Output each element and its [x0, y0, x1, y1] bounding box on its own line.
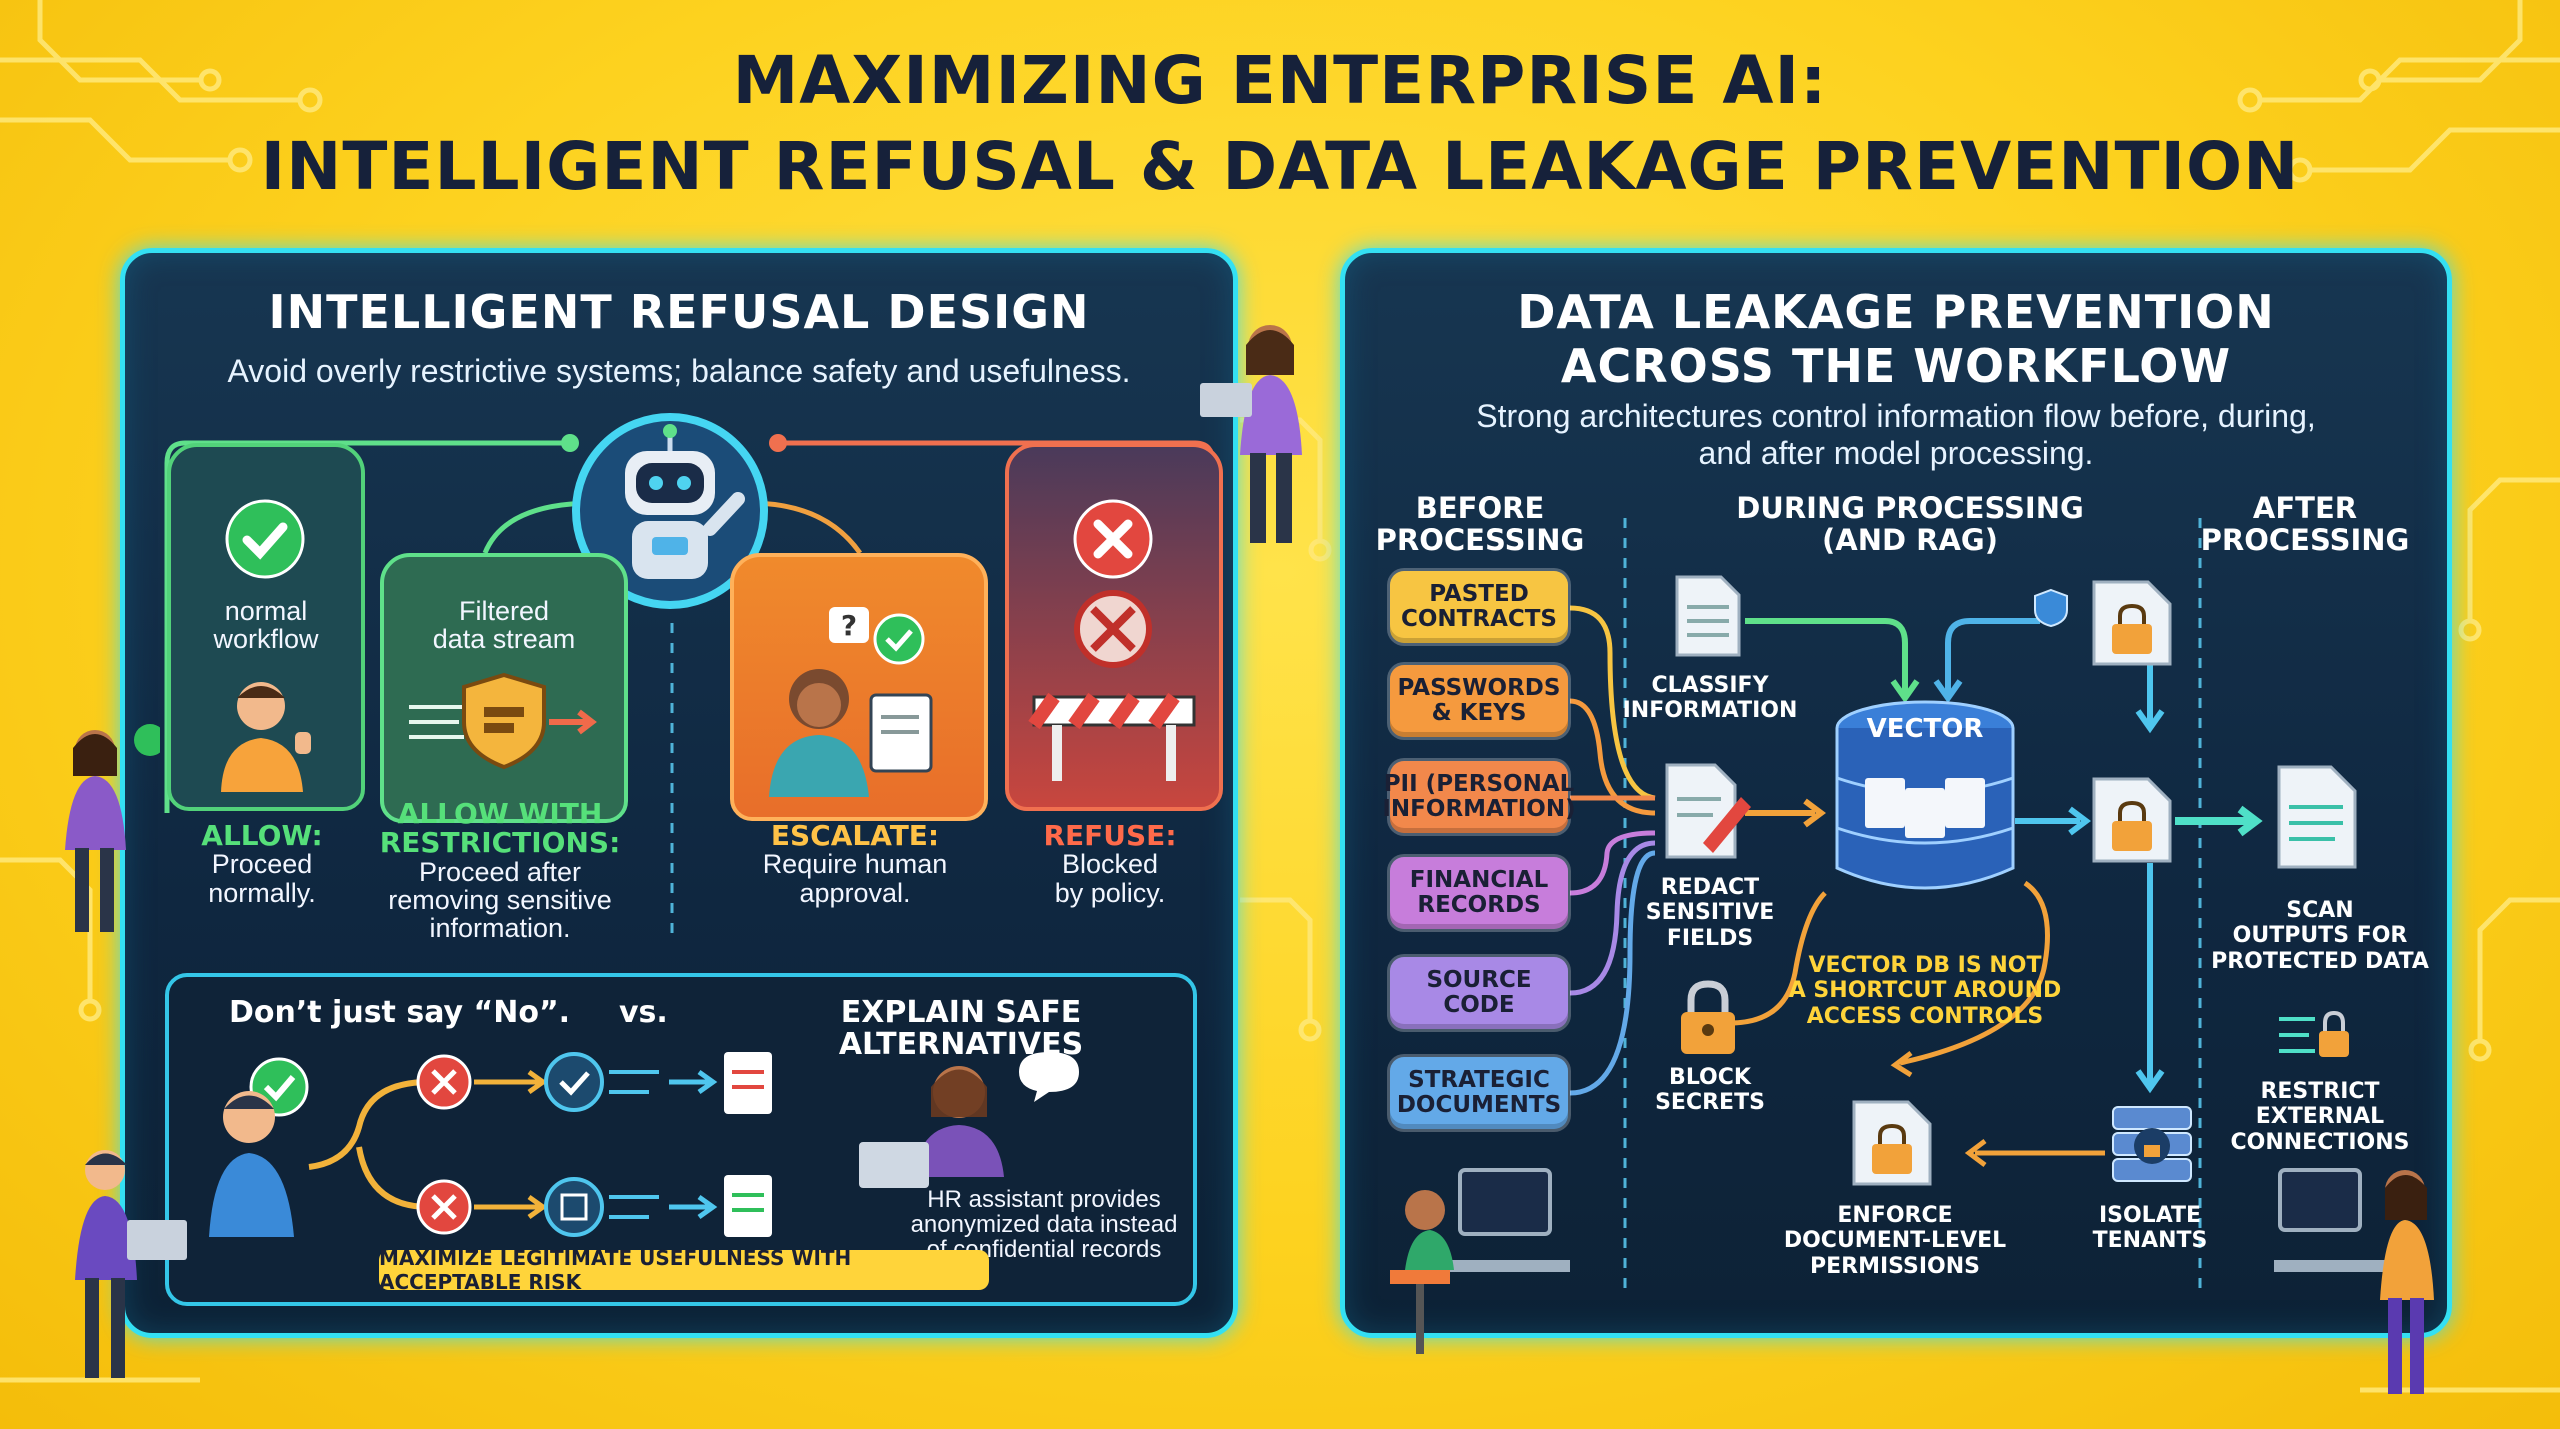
filter-shield-icon: [409, 672, 597, 770]
check-icon: [225, 499, 305, 579]
person-at-computer-icon: [2274, 1168, 2434, 1394]
right-panel-subtitle: Strong architectures control information…: [1476, 398, 2316, 471]
input-pii: PII (PERSONAL INFORMATION): [1382, 761, 1576, 833]
refusal-design-panel: INTELLIGENT REFUSAL DESIGN Avoid overly …: [120, 248, 1238, 1338]
person-at-desk-icon: [1390, 1168, 1570, 1354]
allow-label: ALLOW:: [201, 819, 323, 852]
right-panel-title-line2: ACROSS THE WORKFLOW: [1560, 339, 2232, 393]
workflow-arrows: [1569, 518, 2263, 1293]
server-lock-icon: [2112, 1106, 2192, 1182]
enforce-permissions-label: ENFORCE DOCUMENT-LEVEL PERMISSIONS: [1783, 1203, 2007, 1279]
person-thumbs-up-icon: [221, 682, 311, 792]
person-pointing-icon: [65, 724, 160, 932]
input-financial-records: FINANCIAL RECORDS: [1390, 857, 1568, 929]
barrier-icon: [1028, 692, 1196, 781]
x-icon: [1073, 499, 1153, 579]
dont-say-no-heading: Don’t just say “No”.: [229, 995, 571, 1030]
person-with-laptop-icon: [1200, 325, 1302, 543]
alternatives-box: Don’t just say “No”. vs. EXPLAIN SAFE AL…: [165, 973, 1197, 1306]
padlock-icon: [1681, 980, 1735, 1054]
restrict-desc: Proceed after removing sensitive informa…: [388, 856, 612, 944]
allow-card-text: normal workflow: [213, 596, 319, 655]
restrict-connections-icon: [2279, 1010, 2349, 1057]
isolate-tenants-label: ISOLATE TENANTS: [2092, 1203, 2208, 1254]
vs-text: vs.: [619, 995, 668, 1030]
vector-db-note: VECTOR DB IS NOT A SHORTCUT AROUND ACCES…: [1788, 953, 2062, 1029]
before-processing-header: BEFORE PROCESSING: [1375, 491, 1585, 557]
vector-label: VECTOR: [1866, 714, 1984, 744]
vector-database-icon: [1835, 700, 2015, 890]
document-icon: [1675, 575, 1741, 657]
main-title-line1: MAXIMIZING ENTERPRISE AI:: [732, 42, 1828, 119]
input-passwords-keys: PASSWORDS & KEYS: [1390, 665, 1568, 737]
refuse-desc: Blocked by policy.: [1054, 849, 1166, 908]
restrict-card: Filtered data stream: [380, 553, 628, 823]
locked-document-icon: [2092, 580, 2172, 666]
data-leakage-panel: DATA LEAKAGE PREVENTION ACROSS THE WORKF…: [1340, 248, 2452, 1338]
human-review-icon: ?: [769, 607, 933, 797]
during-processing-header: DURING PROCESSING (AND RAG): [1736, 491, 2084, 557]
classify-information-label: CLASSIFY INFORMATION: [1622, 673, 1798, 724]
escalate-label: ESCALATE:: [770, 819, 940, 852]
left-panel-subtitle: Avoid overly restrictive systems; balanc…: [227, 353, 1131, 389]
main-title-line2: INTELLIGENT REFUSAL & DATA LEAKAGE PREVE…: [260, 128, 2300, 205]
allow-desc: Proceed normally.: [208, 849, 316, 908]
robot-icon: [570, 411, 770, 616]
redact-sensitive-fields-label: REDACT SENSITIVE FIELDS: [1645, 875, 1775, 951]
alternatives-flow-diagram: [209, 1052, 1079, 1237]
blocked-icon: [1074, 590, 1152, 668]
locked-output-document-icon: [2092, 777, 2172, 863]
scan-output-document-icon: [2277, 765, 2357, 869]
scan-outputs-label: SCAN OUTPUTS FOR PROTECTED DATA: [2211, 898, 2429, 974]
escalate-desc: Require human approval.: [762, 849, 948, 908]
person-with-laptop-bottom-icon: [75, 1150, 187, 1378]
restrict-connections-label: RESTRICT EXTERNAL CONNECTIONS: [2230, 1079, 2410, 1155]
after-processing-header: AFTER PROCESSING: [2200, 491, 2410, 557]
usefulness-banner: MAXIMIZE LEGITIMATE USEFULNESS WITH ACCE…: [379, 1246, 989, 1294]
input-pasted-contracts: PASTED CONTRACTS: [1390, 571, 1568, 643]
redact-pencil-icon: [1665, 763, 1751, 859]
restrict-label: ALLOW WITH RESTRICTIONS:: [379, 797, 621, 860]
right-panel-title-line1: DATA LEAKAGE PREVENTION: [1517, 285, 2275, 339]
escalate-card: ?: [730, 553, 988, 821]
left-panel-title: INTELLIGENT REFUSAL DESIGN: [268, 285, 1090, 339]
permission-document-icon: [1852, 1100, 1932, 1186]
input-strategic-documents: STRATEGIC DOCUMENTS: [1390, 1057, 1568, 1129]
restrict-card-text: Filtered data stream: [432, 596, 576, 655]
allow-card: normal workflow: [167, 443, 365, 811]
refuse-card: [1005, 443, 1223, 811]
block-secrets-label: BLOCK SECRETS: [1655, 1065, 1765, 1116]
refuse-label: REFUSE:: [1043, 819, 1177, 852]
input-source-code: SOURCE CODE: [1390, 957, 1568, 1029]
shield-icon: [2034, 588, 2068, 628]
svg-text:?: ?: [841, 609, 857, 642]
